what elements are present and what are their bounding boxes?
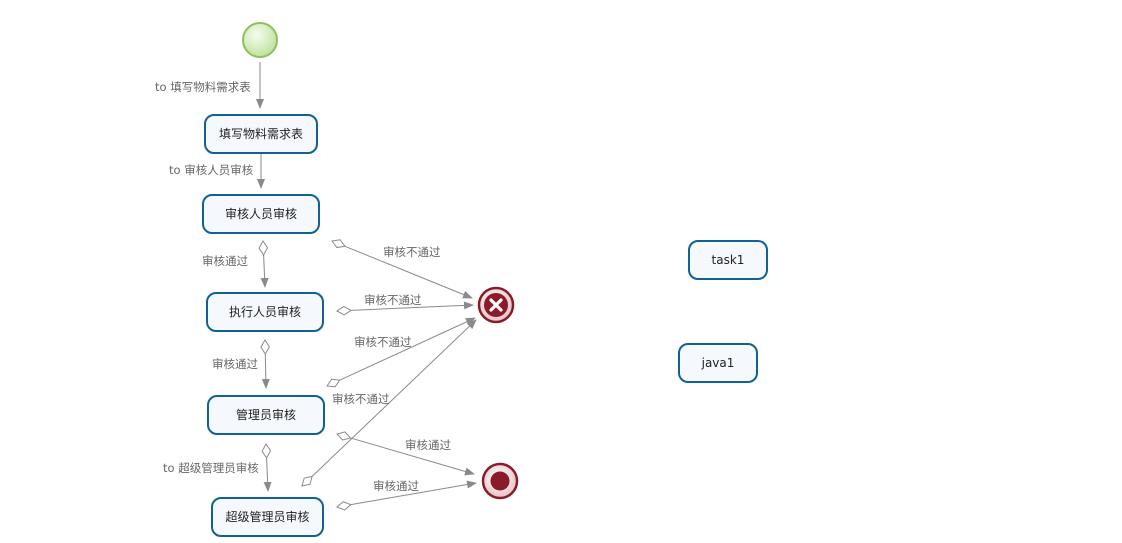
edge-e4[interactable] — [331, 239, 473, 299]
edge-line — [344, 245, 473, 299]
task-label: 填写物料需求表 — [219, 127, 303, 141]
end-event-icon[interactable] — [481, 462, 519, 500]
task-node-executor-audit[interactable]: 执行人员审核 — [206, 292, 324, 332]
cross-icon — [489, 298, 503, 312]
task-box — [206, 292, 324, 332]
edge-e7[interactable] — [326, 317, 476, 388]
edge-label: 审核不通过 — [354, 335, 412, 349]
edge-e6[interactable] — [260, 339, 270, 389]
edge-label: 审核通过 — [212, 357, 258, 371]
condition-diamond-icon — [336, 431, 352, 441]
task-node-admin-audit[interactable]: 管理员审核 — [207, 395, 325, 435]
task-label: 管理员审核 — [236, 407, 296, 422]
edge-label: 审核不通过 — [332, 392, 390, 406]
task-box — [204, 114, 318, 154]
condition-diamond-icon — [326, 378, 341, 388]
condition-diamond-icon — [336, 305, 352, 316]
edge-e3[interactable] — [258, 240, 269, 288]
task-box — [207, 395, 325, 435]
task-label: 审核人员审核 — [225, 206, 297, 221]
edge-label: 审核通过 — [373, 479, 419, 493]
task-node-task1[interactable]: task1 — [688, 240, 768, 280]
edge-line — [311, 319, 477, 477]
condition-diamond-icon — [260, 339, 270, 355]
edge-line — [339, 317, 476, 381]
task-box — [211, 497, 324, 537]
task-label: java1 — [701, 356, 735, 370]
start-event-icon[interactable] — [242, 22, 278, 58]
task-label: task1 — [712, 253, 745, 267]
edge-line — [350, 301, 474, 311]
edge-e8[interactable] — [261, 443, 272, 492]
edge-e11[interactable] — [336, 480, 477, 511]
end-core — [490, 471, 510, 491]
task-node-java1[interactable]: java1 — [678, 343, 758, 383]
edge-label: 审核不通过 — [364, 293, 422, 307]
edge-e5[interactable] — [336, 301, 474, 316]
edge-label: to 填写物料需求表 — [155, 80, 251, 94]
error-end-event-icon[interactable] — [477, 286, 515, 324]
edge-label: to 超级管理员审核 — [163, 461, 259, 475]
task-node-fill-form[interactable]: 填写物料需求表 — [204, 114, 318, 154]
task-box — [678, 343, 758, 383]
edge-line — [260, 254, 269, 288]
task-node-reviewer-audit[interactable]: 审核人员审核 — [202, 194, 320, 234]
condition-diamond-icon — [331, 239, 346, 249]
task-label: 超级管理员审核 — [225, 509, 309, 524]
edge-line — [350, 480, 477, 506]
edge-e10[interactable] — [301, 319, 477, 487]
task-box — [688, 240, 768, 280]
task-node-super-admin-audit[interactable]: 超级管理员审核 — [211, 497, 324, 537]
edge-label: 审核不通过 — [383, 245, 441, 259]
start-circle — [242, 22, 278, 58]
edge-line — [261, 353, 270, 389]
edge-label: to 审核人员审核 — [169, 163, 254, 177]
edge-label: 审核通过 — [405, 438, 451, 452]
task-label: 执行人员审核 — [229, 304, 301, 319]
condition-diamond-icon — [258, 240, 269, 256]
task-box — [202, 194, 320, 234]
edge-line — [263, 457, 272, 492]
edge-line — [350, 437, 475, 476]
edge-label: 审核通过 — [202, 254, 248, 268]
condition-diamond-icon — [336, 501, 352, 511]
condition-diamond-icon — [261, 443, 272, 459]
condition-diamond-icon — [301, 475, 313, 487]
edge-e9[interactable] — [336, 431, 475, 476]
